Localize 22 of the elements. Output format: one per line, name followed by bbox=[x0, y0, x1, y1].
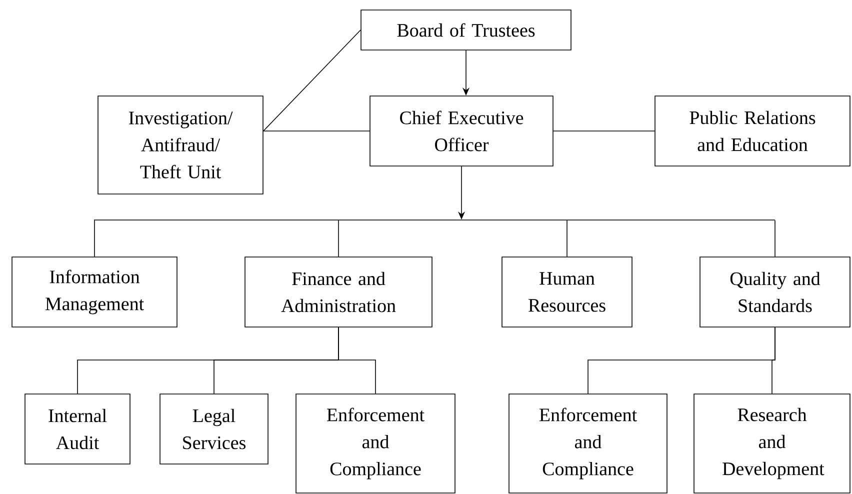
org-box: Finance and Administration bbox=[244, 256, 432, 328]
org-box: Internal Audit bbox=[24, 394, 130, 464]
org-box: Human Resources bbox=[502, 256, 632, 328]
connector-line bbox=[774, 220, 776, 257]
org-box: Research and Development bbox=[694, 394, 850, 494]
org-box: Enforcement and Compliance bbox=[296, 394, 456, 494]
connector-line bbox=[94, 220, 95, 257]
org-box: Information Management bbox=[12, 256, 178, 328]
org-box: Legal Services bbox=[160, 394, 268, 464]
org-box: Public Relations and Education bbox=[654, 96, 850, 166]
org-box: Investigation/ Antifraud/ Theft Unit bbox=[98, 96, 264, 194]
connector-line bbox=[338, 327, 376, 394]
connector-line bbox=[263, 130, 370, 132]
connector-line bbox=[566, 220, 568, 257]
connector-line bbox=[338, 220, 339, 257]
connector-line bbox=[772, 327, 776, 394]
org-box: Chief Executive Officer bbox=[370, 96, 554, 166]
org-box: Enforcement and Compliance bbox=[508, 394, 668, 494]
connector-line bbox=[263, 30, 361, 132]
connector-line bbox=[553, 130, 655, 132]
org-box: Quality and Standards bbox=[700, 256, 850, 328]
org-box: Board of Trustees bbox=[360, 10, 572, 50]
